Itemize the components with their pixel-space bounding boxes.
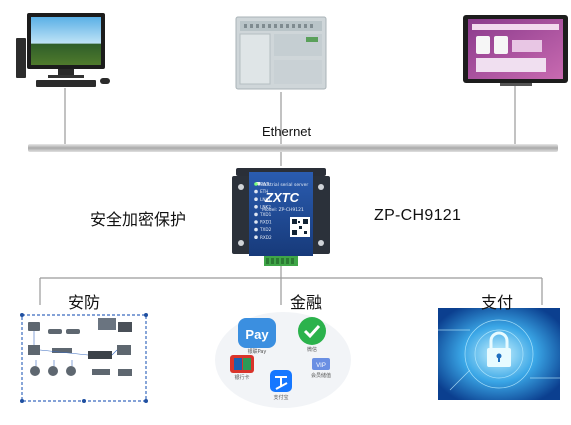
led-indicator — [254, 212, 258, 217]
security-application-label: 安防 — [68, 295, 101, 312]
ethernet-bus — [28, 144, 558, 152]
led-indicator — [254, 220, 258, 224]
wechat-pay-icon — [298, 317, 326, 345]
payment-security-illustration — [438, 308, 560, 400]
panel-title: Industrial serial server — [258, 182, 309, 188]
security-surveillance-illustration — [20, 313, 148, 403]
pay-icon — [238, 318, 276, 348]
finance-payment-illustration: Pay VIP 银联Pay 微信 银行卡 支付宝 会员储值 — [215, 312, 351, 408]
led-label: LNK1 — [260, 197, 271, 202]
bankcard-caption: 银行卡 — [234, 374, 249, 381]
payment-application-label: 支付 — [481, 295, 514, 312]
pay-icon-text: Pay — [245, 327, 269, 342]
top-connectors — [64, 86, 516, 166]
led-indicator — [254, 182, 258, 186]
led-indicator — [254, 227, 258, 232]
led-label: ETH — [260, 189, 268, 194]
panel-model: Model: ZP-CH9121 — [262, 207, 304, 213]
pc-workstation-icon — [16, 13, 110, 87]
led-label: TXD1 — [259, 212, 272, 217]
pay-caption: 银联Pay — [248, 348, 267, 355]
led-indicator — [254, 197, 258, 201]
alipay-caption: 支付宝 — [273, 394, 288, 401]
vip-caption: 会员储值 — [311, 372, 331, 379]
led-label: TXD2 — [259, 227, 272, 232]
security-feature-label: 安全加密保护 — [90, 212, 187, 229]
model-label: ZP-CH9121 — [374, 207, 462, 224]
ethernet-label: Ethernet — [262, 124, 312, 139]
lock-icon — [487, 331, 511, 367]
led-indicator — [254, 235, 258, 239]
led-indicator — [254, 205, 258, 209]
led-label: PWR — [260, 182, 270, 187]
brand-logo: ZXTC — [264, 190, 300, 205]
wechat-caption: 微信 — [307, 346, 317, 353]
led-indicator — [254, 189, 258, 194]
plc-controller-icon — [235, 16, 327, 90]
vip-card-icon — [312, 358, 330, 370]
led-label: RXD2 — [260, 235, 272, 240]
branch-connectors — [39, 266, 543, 305]
led-label: LNK2 — [260, 204, 271, 209]
finance-application-label: 金融 — [290, 295, 323, 312]
serial-server-device — [232, 168, 330, 266]
led-label: RXD1 — [260, 220, 272, 225]
vip-icon-text: VIP — [316, 363, 326, 369]
hmi-touchscreen-icon — [463, 15, 568, 86]
